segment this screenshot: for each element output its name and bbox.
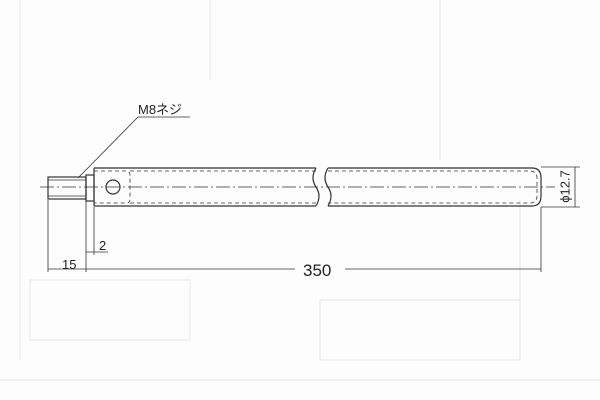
leader-line: [77, 116, 190, 179]
dim-thread-length: 15: [62, 257, 77, 272]
background-ghost: [0, 0, 600, 381]
dimension-lines: [47, 166, 580, 272]
dim-shoulder: 2: [99, 238, 107, 253]
dim-diameter: ϕ12.7: [557, 170, 573, 203]
thread-label: M8ネジ: [138, 102, 183, 117]
shoulder: [85, 174, 95, 202]
dim-total-length: 350: [303, 261, 332, 280]
